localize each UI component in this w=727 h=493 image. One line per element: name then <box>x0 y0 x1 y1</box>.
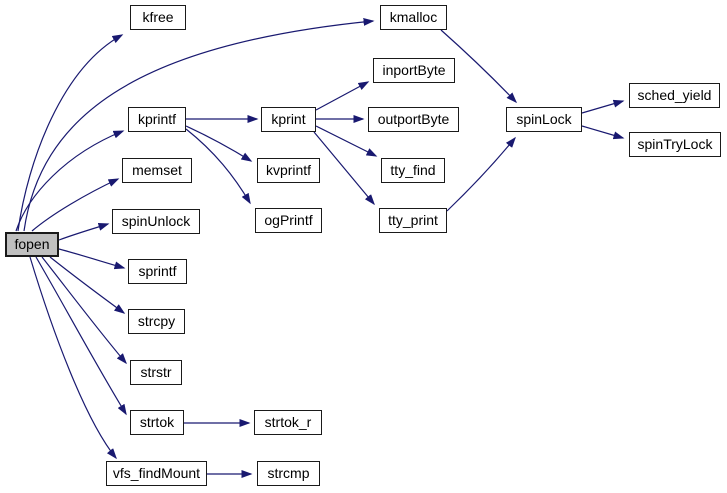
edge-spinLock-sched_yield <box>581 99 625 114</box>
edge-kprint-tty_print <box>313 131 375 206</box>
node-sched_yield[interactable]: sched_yield <box>629 83 720 108</box>
node-strtok_r[interactable]: strtok_r <box>254 410 322 435</box>
edge-fopen-spinUnlock <box>58 223 110 241</box>
node-ogPrintf[interactable]: ogPrintf <box>255 208 322 233</box>
edge-kprint-inportByte <box>315 81 370 111</box>
node-sprintf[interactable]: sprintf <box>128 259 187 284</box>
edge-fopen-strcpy <box>49 256 126 314</box>
node-strcpy[interactable]: strcpy <box>128 309 185 334</box>
node-kfree[interactable]: kfree <box>130 5 186 30</box>
node-tty_print[interactable]: tty_print <box>379 208 447 233</box>
edge-tty_print-spinLock <box>446 136 516 212</box>
node-spinUnlock[interactable]: spinUnlock <box>112 209 200 234</box>
edge-fopen-strtok <box>35 256 127 416</box>
edge-fopen-memset <box>31 178 120 232</box>
edge-fopen-kfree <box>17 34 124 232</box>
node-kmalloc[interactable]: kmalloc <box>380 5 447 30</box>
node-spinLock[interactable]: spinLock <box>506 107 582 132</box>
node-strcmp[interactable]: strcmp <box>257 461 320 486</box>
edge-fopen-vfs_findMount <box>29 256 117 460</box>
node-kvprintf[interactable]: kvprintf <box>257 158 320 183</box>
node-tty_find[interactable]: tty_find <box>381 158 445 183</box>
edge-kmalloc-spinLock <box>440 29 518 104</box>
edge-kprint-tty_find <box>315 125 378 157</box>
node-kprintf[interactable]: kprintf <box>128 107 186 132</box>
node-inportByte[interactable]: inportByte <box>373 58 455 83</box>
node-strtok[interactable]: strtok <box>130 410 184 435</box>
edge-fopen-strstr <box>41 256 127 365</box>
edge-kprintf-ogPrintf <box>185 128 251 205</box>
node-fopen: fopen <box>5 232 59 257</box>
node-kprint[interactable]: kprint <box>261 107 316 132</box>
edge-kprintf-kvprintf <box>185 125 253 162</box>
edge-fopen-kprintf <box>15 130 125 232</box>
edge-fopen-kmalloc <box>23 17 375 232</box>
node-vfs_findMount[interactable]: vfs_findMount <box>106 461 207 486</box>
node-memset[interactable]: memset <box>122 158 192 183</box>
node-outportByte[interactable]: outportByte <box>368 107 459 132</box>
edge-fopen-sprintf <box>58 248 126 270</box>
node-strstr[interactable]: strstr <box>130 360 182 385</box>
edge-spinLock-spinTryLock <box>581 125 625 140</box>
node-spinTryLock[interactable]: spinTryLock <box>629 132 721 157</box>
